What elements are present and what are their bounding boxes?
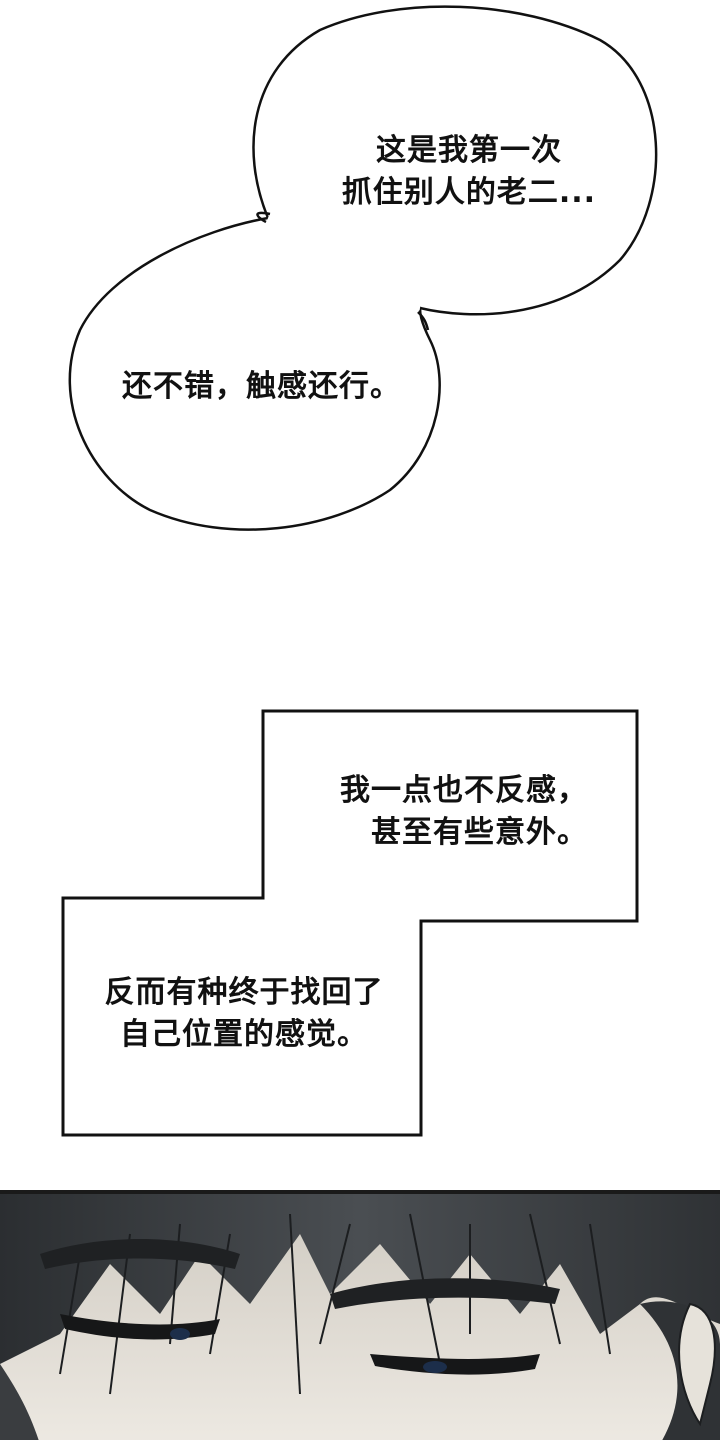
narration-text-upper: 我一点也不反感， 甚至有些意外。 bbox=[326, 770, 588, 854]
speech-bubble-2-text: 还不错，触感还行。 bbox=[122, 366, 401, 408]
speech-line: 抓住别人的老二... bbox=[341, 175, 597, 210]
right-eye bbox=[370, 1354, 540, 1375]
left-eyebrow bbox=[40, 1239, 240, 1269]
narration-line: 反而有种终于找回了 bbox=[104, 975, 384, 1010]
narration-box bbox=[61, 709, 639, 1137]
speech-bubble-group bbox=[68, 5, 658, 531]
narration-line: 自己位置的感觉。 bbox=[120, 1017, 368, 1052]
narration-text-lower: 反而有种终于找回了 自己位置的感觉。 bbox=[84, 972, 404, 1056]
face-closeup-illustration bbox=[0, 1194, 720, 1440]
speech-line: 这是我第一次 bbox=[376, 133, 562, 168]
illustration-panel bbox=[0, 1190, 720, 1440]
narration-line: 甚至有些意外。 bbox=[371, 815, 588, 850]
speech-bubble-2 bbox=[68, 216, 441, 531]
narration-line: 我一点也不反感， bbox=[340, 773, 588, 808]
speech-bubble-1-text: 这是我第一次 抓住别人的老二... bbox=[324, 130, 614, 214]
ear bbox=[678, 1302, 716, 1427]
speech-line: 还不错，触感还行。 bbox=[122, 369, 401, 404]
right-eyebrow bbox=[330, 1278, 560, 1309]
